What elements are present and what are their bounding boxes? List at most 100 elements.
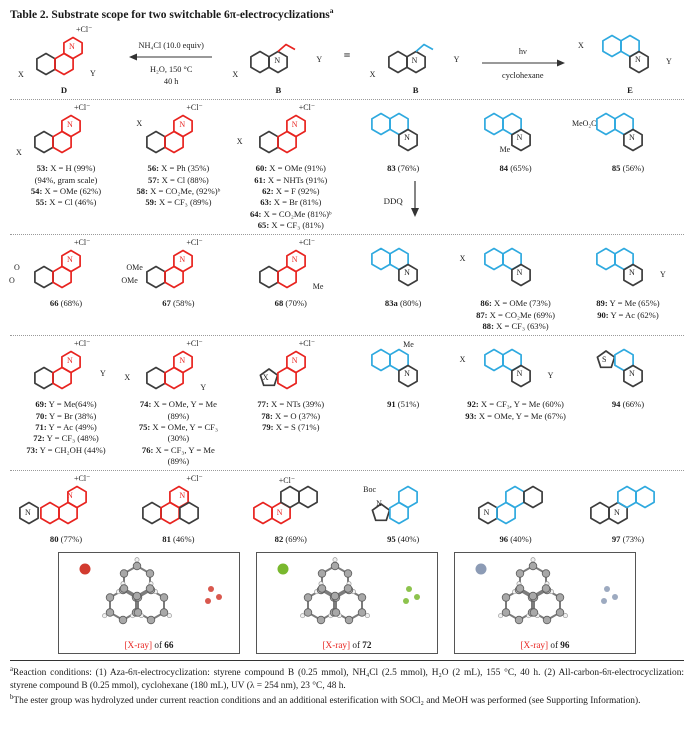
annotation-n: N xyxy=(179,120,186,130)
compound-label-line: 72: Y = CF₃ (48%) xyxy=(33,433,99,444)
compound-label-line: B xyxy=(412,84,419,95)
annotation-n: N xyxy=(483,508,490,518)
compound-label-line: 92: X = CF₃, Y = Me (60%) xyxy=(467,399,564,410)
compound-label: 85 (56%) xyxy=(612,163,644,174)
annotation-n: N xyxy=(516,369,523,379)
compound-label-line: 83 (76%) xyxy=(387,163,420,174)
compound-label: 60: X = OMe (91%)61: X = NHTs (91%)62: X… xyxy=(250,163,332,231)
annotation-me: Me xyxy=(312,282,324,292)
compound-label-line: 95 (40%) xyxy=(387,534,420,545)
compound-label-line: 86: X = OMe (73%) xyxy=(480,298,551,309)
annotation-n: N xyxy=(634,54,641,64)
compound-label-line: 53: X = H (99%) xyxy=(36,163,96,174)
compound-label-line: 55: X = Cl (46%) xyxy=(35,197,97,208)
annotation-n: N xyxy=(67,120,73,130)
compound-label-line: 67 (58%) xyxy=(162,298,195,309)
equals-sign: = xyxy=(343,47,351,62)
arrow-down-icon xyxy=(407,179,423,224)
compound-label-line: 58: X = CO₂Me, (92%)ᵇ xyxy=(136,185,221,196)
compound-label-line: 59: X = CF₃ (89%) xyxy=(145,197,212,208)
xray-caption: [X-ray] of 72 xyxy=(322,639,372,650)
compound-label-line: 96 (40%) xyxy=(499,534,532,545)
compound-label: D xyxy=(61,85,67,96)
compound-label-line: 60: X = OMe (91%) xyxy=(255,163,326,174)
compound-label-line: B xyxy=(275,84,282,95)
compound-label-line: (94%, gram scale) xyxy=(34,174,98,185)
compound-label: 86: X = OMe (73%)87: X = CO₂Me (69%)88: … xyxy=(476,298,555,332)
annotation-n: N xyxy=(276,508,283,518)
compound-label: E xyxy=(627,85,633,96)
dotted-divider xyxy=(10,335,684,337)
annotation-cl: +Cl⁻ xyxy=(186,238,203,248)
annotation-y: Y xyxy=(665,56,672,66)
annotation-n: N xyxy=(179,356,186,366)
structure-blue-tri: N xyxy=(347,104,459,162)
compound-label-line: 66 (68%) xyxy=(49,298,83,309)
compound-label: 66 (68%) xyxy=(50,298,82,309)
compound-label-line: 62: X = F (92%) xyxy=(262,185,320,196)
compound-label-line: 61: X = NHTs (91%) xyxy=(254,174,328,185)
compound-label: 84 (65%) xyxy=(499,163,531,174)
annotation-x: X xyxy=(16,148,22,158)
annotation-y: Y xyxy=(100,369,106,379)
annotation-n: N xyxy=(516,268,523,278)
compound-label-line: E xyxy=(627,84,633,95)
annotation-n: N xyxy=(274,55,281,65)
structure-red-pend2: +Cl⁻N xyxy=(122,475,234,533)
compound-label: 83 (76%) xyxy=(387,163,419,174)
annotation-n: N xyxy=(67,255,73,265)
table-title-text: Table 2. Substrate scope for two switcha… xyxy=(10,8,330,21)
annotation-y: Y xyxy=(453,54,460,64)
footnote-b: bThe ester group was hydrolyzed under cu… xyxy=(10,693,684,708)
compound-label-line: 84 (65%) xyxy=(499,163,532,174)
ddq-label: DDQ xyxy=(383,196,403,207)
annotation-n: N xyxy=(69,41,75,51)
compound-label-line: 79: X = S (71%) xyxy=(262,421,320,432)
compound-label-line: 76: X = CF₃, Y = Me xyxy=(141,444,215,455)
compound-label-line: 65: X = CF₃ (81%) xyxy=(257,219,324,230)
compound-label-line: 68 (70%) xyxy=(274,298,307,309)
compound-label: 68 (70%) xyxy=(275,298,307,309)
annotation-x: X xyxy=(459,355,466,365)
footnotes: aReaction conditions: (1) Aza-6π-electro… xyxy=(10,659,684,708)
annotation-x: X xyxy=(369,69,376,79)
annotation-cl: +Cl⁻ xyxy=(186,339,203,349)
compound-label: 56: X = Ph (35%)57: X = Cl (88%)58: X = … xyxy=(136,163,220,208)
arrow-condition-bottom: 40 h xyxy=(163,76,179,86)
compound-label: 91 (51%) xyxy=(387,399,419,410)
annotation-x: X xyxy=(459,254,466,264)
structure-red-quad: +Cl⁻N xyxy=(235,475,347,533)
compound-label-line: 94 (66%) xyxy=(611,399,645,410)
compound-label-line: 89: Y = Me (65%) xyxy=(596,298,660,309)
compound-label-line: 97 (73%) xyxy=(611,534,645,545)
compound-entry: N 96 (40%) xyxy=(460,475,572,545)
compound-label-line: 73: Y = CH₂OH (44%) xyxy=(26,444,106,455)
annotation-cl: +Cl⁻ xyxy=(186,103,203,113)
compound-label-line: (89%) xyxy=(167,455,190,466)
compound-label-line: 78: X = O (37%) xyxy=(261,410,321,421)
compound-label-line: 75: X = OMe, Y = CF₃ xyxy=(138,421,218,432)
compound-label-line: 87: X = CO₂Me (69%) xyxy=(476,309,556,320)
structure-red-pend: N+Cl⁻N xyxy=(10,475,122,533)
compound-label-line: 85 (56%) xyxy=(611,163,645,174)
